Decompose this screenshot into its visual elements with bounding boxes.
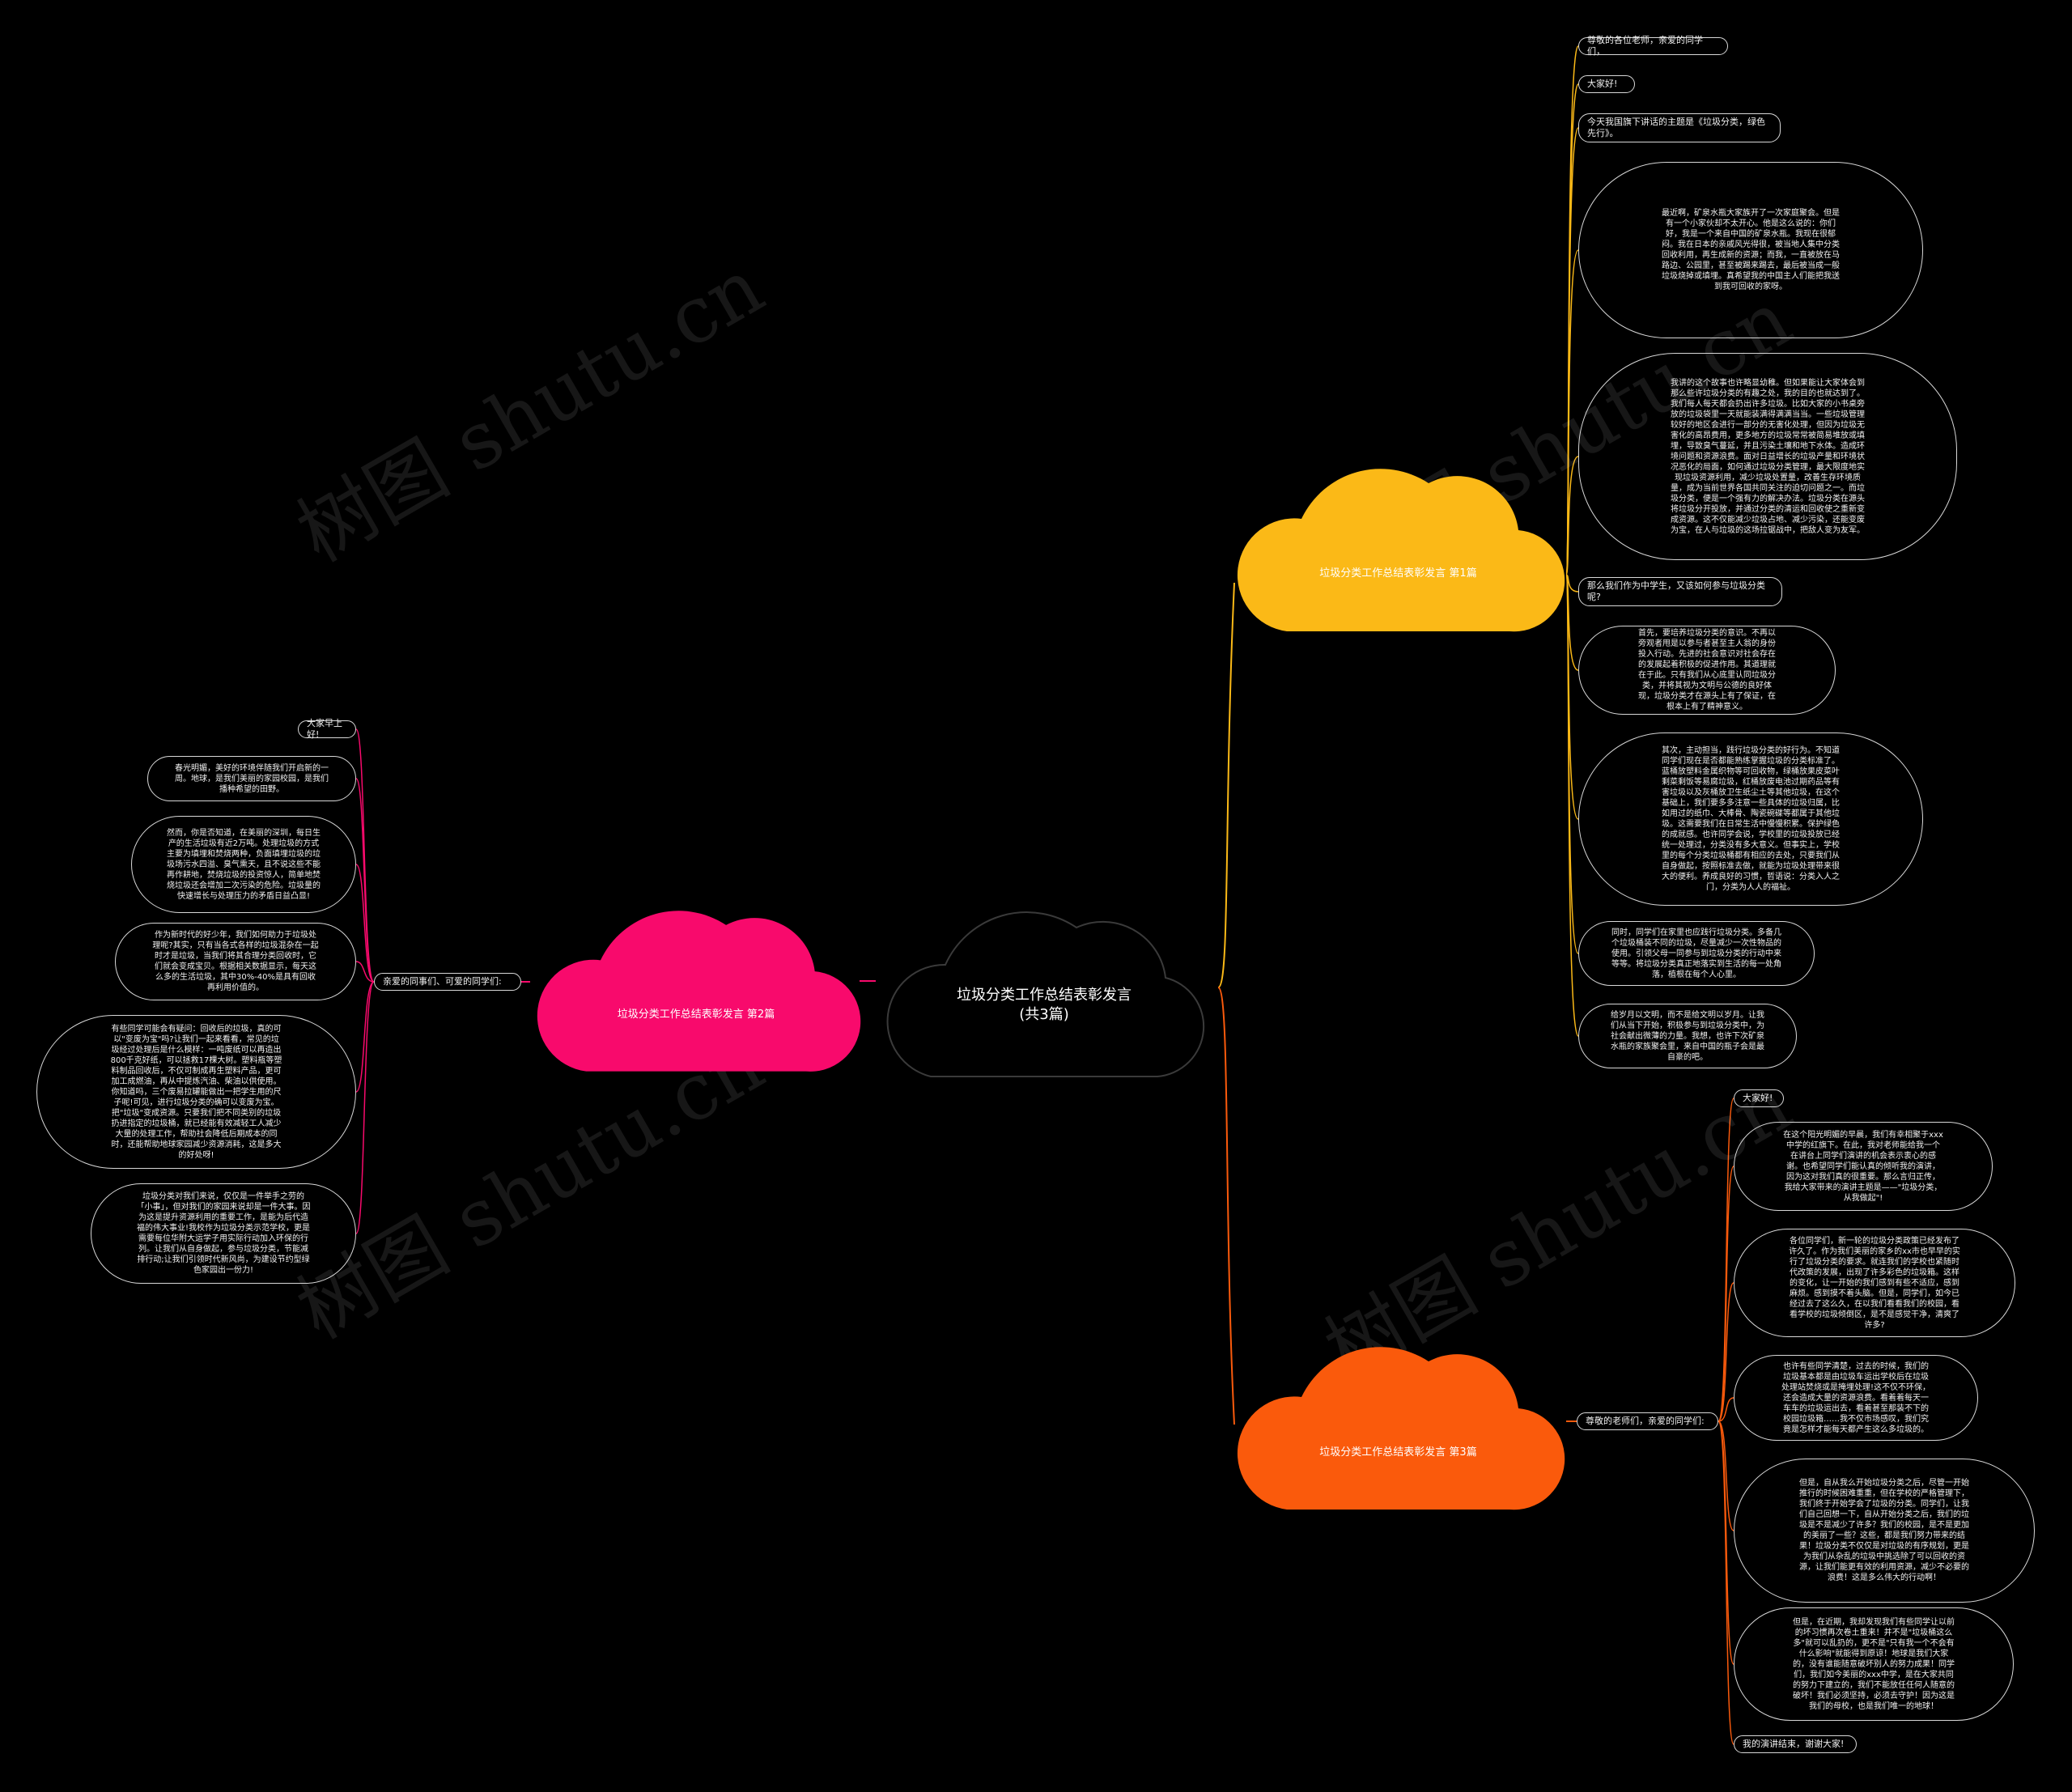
branch-3-title: 垃圾分类工作总结表彰发言 第3篇 [1319,1446,1477,1459]
b1-leaf-text: 最近啊，矿泉水瓶大家族开了一次家庭聚会。但是有一个小家伙却不太开心。他是这么说的… [1662,209,1840,291]
b1-leaf[interactable]: 同时，同学们在家里也应践行垃圾分类。多备几个垃圾桶装不同的垃圾，尽量减少一次性物… [1578,921,1815,986]
branch-2-hub[interactable]: 亲爱的同事们、可爱的同学们: [374,973,521,991]
b2-leaf-text: 作为新时代的好少年，我们如何助力于垃圾处理呢?其实，只有当各式各样的垃圾混杂在一… [152,931,319,992]
b1-leaf[interactable]: 那么我们作为中学生，又该如何参与垃圾分类呢? [1578,577,1782,606]
b3-leaf-line [1717,1420,1734,1531]
b2-leaf-line [355,981,375,1234]
b3-leaf[interactable]: 大家好! [1734,1089,1784,1107]
b3-leaf[interactable]: 各位同学们，新一轮的垃圾分类政策已经发布了许久了。作为我们美丽的家乡的xx市也早… [1734,1229,2015,1337]
b3-leaf-line [1717,1282,1734,1422]
b3-leaf-text: 在这个阳光明媚的早晨，我们有幸相聚于xxx中学的红旗下。在此，我对老师能给我一个… [1783,1130,1943,1203]
b1-leaf-text: 首先，要培养垃圾分类的意识。不再以旁观者甩是以参与者甚至主人翁的身份投入行动。先… [1638,629,1776,711]
root-topic-cloud[interactable] [874,890,1214,1085]
b2-leaf[interactable]: 垃圾分类对我们来说，仅仅是一件举手之劳的「小事」，但对我们的家园来说却是一件大事… [91,1183,356,1284]
b2-leaf-line [355,981,375,1093]
b3-leaf-line [1717,1397,1734,1422]
b2-leaf[interactable]: 然而，你是否知道，在美丽的深圳，每日生产的生活垃圾有近2万吨。处理垃圾的方式主要… [131,816,356,913]
b3-leaf[interactable]: 在这个阳光明媚的早晨，我们有幸相聚于xxx中学的红旗下。在此，我对老师能给我一个… [1734,1122,1993,1211]
b2-leaf-line [355,728,375,983]
b1-leaf-text: 给岁月以文明，而不是给文明以岁月。让我们从当下开始，积极参与到垃圾分类中，为社会… [1611,1010,1764,1062]
b2-leaf-text: 然而，你是否知道，在美丽的深圳，每日生产的生活垃圾有近2万吨。处理垃圾的方式主要… [167,828,321,901]
branch-3-cloud[interactable] [1230,1327,1566,1514]
b1-leaf-line [1565,456,1579,575]
b1-leaf[interactable]: 给岁月以文明，而不是给文明以岁月。让我们从当下开始，积极参与到垃圾分类中，为社会… [1578,1004,1797,1068]
b2-leaf-text: 春光明媚，美好的环境伴随我们开启新的一周。地球，是我们美丽的家园校园，是我们播种… [175,763,329,794]
b2-leaf[interactable]: 有些同学可能会有疑问：回收后的垃圾，真的可以"变废为宝"吗?让我们一起来看看，常… [36,1015,356,1169]
b2-leaf[interactable]: 春光明媚，美好的环境伴随我们开启新的一周。地球，是我们美丽的家园校园，是我们播种… [147,756,356,801]
b3-leaf-text: 但是，在近期，我却发现我们有些同学让以前的坏习惯再次卷土重来！并不是"垃圾桶这么… [1793,1617,1955,1711]
b1-leaf[interactable]: 最近啊，矿泉水瓶大家族开了一次家庭聚会。但是有一个小家伙却不太开心。他是这么说的… [1578,162,1923,338]
branch-2-cloud[interactable] [530,890,862,1076]
b2-leaf-line [355,961,375,983]
b3-leaf[interactable]: 也许有些同学清楚，过去的时候，我们的垃圾基本都是由垃圾车运出学校后在垃圾处理站焚… [1734,1355,1978,1441]
b1-leaf[interactable]: 其次，主动担当，践行垃圾分类的好行为。不知道同学们现在是否都能熟练掌握垃圾的分类… [1578,733,1923,906]
b2-leaf-text: 有些同学可能会有疑问：回收后的垃圾，真的可以"变废为宝"吗?让我们一起来看看，常… [110,1024,282,1160]
b3-leaf[interactable]: 我的演讲结束，谢谢大家! [1734,1735,1857,1753]
branch-1-title: 垃圾分类工作总结表彰发言 第1篇 [1319,567,1477,580]
b3-leaf-line [1717,1420,1734,1745]
b1-leaf[interactable]: 今天我国旗下讲话的主题是《垃圾分类，绿色先行》。 [1578,113,1781,142]
b3-leaf-text: 也许有些同学清楚，过去的时候，我们的垃圾基本都是由垃圾车运出学校后在垃圾处理站焚… [1781,1361,1930,1434]
b1-leaf-text: 同时，同学们在家里也应践行垃圾分类。多备几个垃圾桶装不同的垃圾，尽量减少一次性物… [1611,928,1781,979]
root-to-branch-3-line [1217,987,1235,1425]
b1-leaf-text: 其次，主动担当，践行垃圾分类的好行为。不知道同学们现在是否都能熟练掌握垃圾的分类… [1662,746,1840,892]
b1-leaf-line [1565,574,1579,1037]
b3-leaf-line [1717,1166,1734,1422]
b1-leaf[interactable]: 大家好! [1578,75,1635,93]
b1-leaf-text: 我讲的这个故事也许略显幼稚。但如果能让大家体会到那么些许垃圾分类的有趣之处，我的… [1671,378,1865,535]
branch-2-title: 垃圾分类工作总结表彰发言 第2篇 [617,1009,775,1021]
b3-leaf-text: 但是，自从我么开始垃圾分类之后，尽管一开始推行的时候困难重重，但在学校的严格管理… [1799,1479,1969,1582]
b1-leaf[interactable]: 我讲的这个故事也许略显幼稚。但如果能让大家体会到那么些许垃圾分类的有趣之处，我的… [1578,353,1957,560]
b3-leaf[interactable]: 但是，自从我么开始垃圾分类之后，尽管一开始推行的时候困难重重，但在学校的严格管理… [1734,1459,2035,1603]
b2-leaf[interactable]: 作为新时代的好少年，我们如何助力于垃圾处理呢?其实，只有当各式各样的垃圾混杂在一… [115,923,356,1000]
b1-leaf[interactable]: 尊敬的各位老师，亲爱的同学们， [1578,35,1728,57]
b2-leaf-line [355,778,375,983]
b3-leaf[interactable]: 但是，在近期，我却发现我们有些同学让以前的坏习惯再次卷土重来！并不是"垃圾桶这么… [1734,1607,2014,1721]
branch-3-hub[interactable]: 尊敬的老师们，亲爱的同学们: [1577,1412,1718,1430]
root-to-branch-1-line [1217,582,1235,988]
b2-leaf-line [355,864,375,983]
b1-leaf[interactable]: 首先，要培养垃圾分类的意识。不再以旁观者甩是以参与者甚至主人翁的身份投入行动。先… [1578,626,1836,715]
root-topic-title: 垃圾分类工作总结表彰发言(共3篇) [957,987,1132,1023]
b2-leaf[interactable]: 大家早上好! [298,718,356,740]
b3-leaf-text: 各位同学们，新一轮的垃圾分类政策已经发布了许久了。作为我们美丽的家乡的xx市也早… [1789,1236,1960,1330]
b2-leaf-text: 垃圾分类对我们来说，仅仅是一件举手之劳的「小事」，但对我们的家园来说却是一件大事… [136,1192,311,1275]
branch-1-cloud[interactable] [1230,449,1566,635]
